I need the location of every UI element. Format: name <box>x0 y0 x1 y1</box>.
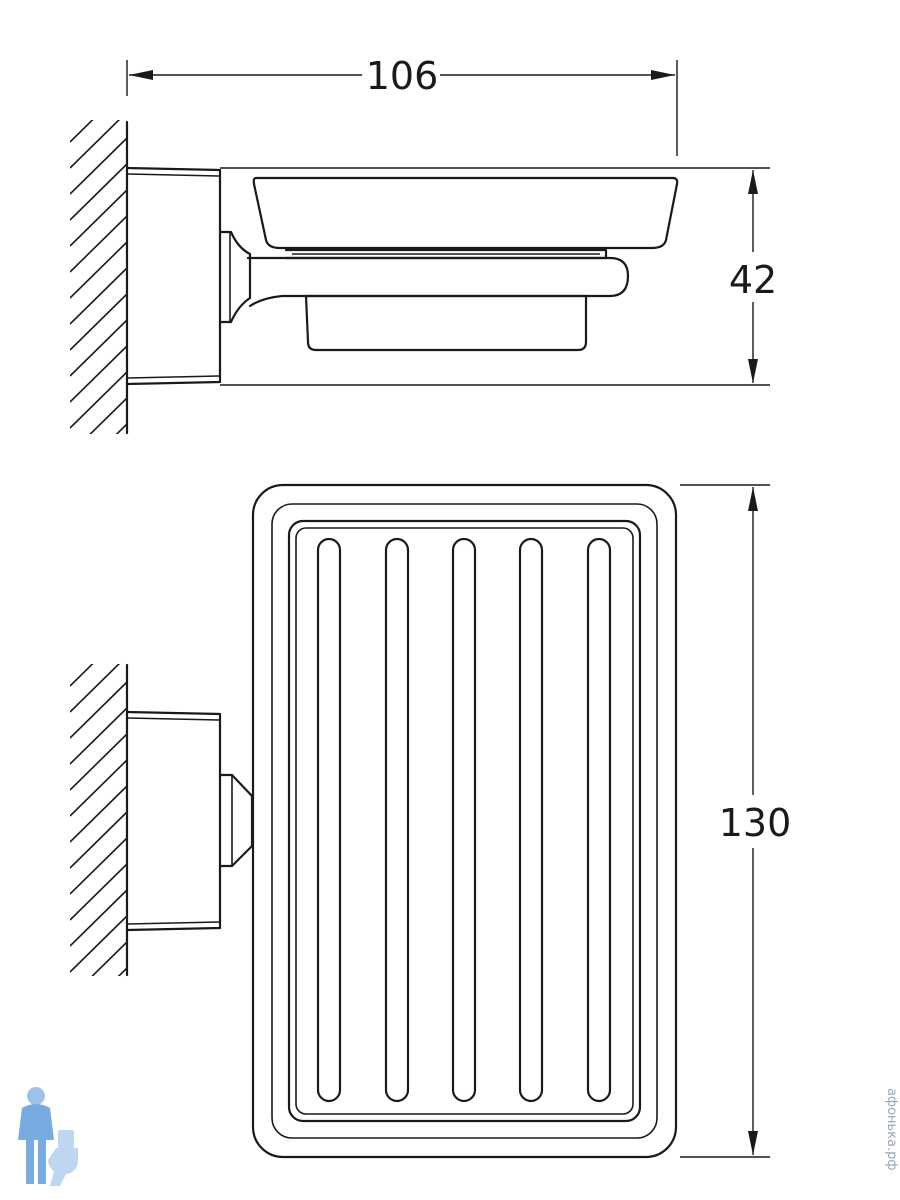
hatch-line <box>70 604 127 660</box>
hatch-line <box>70 120 120 169</box>
hatch-line <box>70 915 128 973</box>
wall-mount-inner-line-bot <box>127 375 220 379</box>
hatch-line <box>70 707 128 765</box>
hatch-line <box>70 664 94 687</box>
wall-mount-inner-top-b <box>127 717 220 721</box>
drainage-slot <box>451 537 477 1103</box>
arm-connector-bottom <box>218 773 254 868</box>
hatch-line <box>70 733 128 791</box>
hatch-line <box>70 60 127 116</box>
wall-mount-inner-line-top <box>127 173 220 177</box>
hatch-line <box>70 120 94 143</box>
hatch-line <box>70 759 128 817</box>
plumber-logo-icon <box>18 1087 78 1186</box>
dish-base-plate <box>284 248 608 260</box>
hatch-line <box>70 371 128 429</box>
drainage-slots <box>316 537 612 1103</box>
drainage-slot <box>586 537 612 1103</box>
hatch-line <box>70 345 128 403</box>
hatch-line <box>115 423 128 434</box>
drip-tray-side <box>304 294 588 352</box>
drainage-slot <box>316 537 342 1103</box>
wall-mount-inner-bot-b <box>127 921 220 925</box>
dimension-height: 42 <box>729 170 777 383</box>
dish-outer-frame <box>251 483 678 1159</box>
side-view: 106 42 <box>70 54 777 506</box>
watermark-text: афонька.рф <box>884 1088 899 1171</box>
hatch-line <box>70 137 128 195</box>
dimension-length-label: 130 <box>719 801 792 845</box>
hatch-line <box>70 785 128 843</box>
hatch-line <box>70 267 128 325</box>
holder-arm <box>246 256 630 308</box>
plan-view: 130 <box>70 483 792 1159</box>
drainage-slot <box>518 537 544 1103</box>
wall-hatching-top <box>70 60 128 506</box>
hatch-line <box>70 681 128 739</box>
wall-mount-plate-top <box>125 166 222 386</box>
hatch-line <box>70 163 128 221</box>
wall-mount-plate-bottom <box>125 710 222 932</box>
hatch-line <box>70 994 127 1050</box>
hatch-line <box>70 450 127 506</box>
hatch-line <box>70 189 128 247</box>
hatch-line <box>117 967 128 976</box>
hatch-line <box>89 397 128 434</box>
dimension-length: 130 <box>719 487 792 1155</box>
hatch-line <box>70 889 128 947</box>
dish-frame-3 <box>287 519 642 1123</box>
hatch-line <box>70 293 128 351</box>
hatch-line <box>70 664 120 713</box>
drainage-slot <box>384 537 410 1103</box>
hatch-line <box>70 215 128 273</box>
soap-dish-side <box>252 176 679 250</box>
hatch-line <box>70 837 128 895</box>
dimension-height-label: 42 <box>729 258 777 302</box>
hatch-line <box>70 241 128 299</box>
dish-frame-2 <box>271 503 658 1139</box>
hatch-line <box>70 863 128 921</box>
dimension-width-label: 106 <box>366 54 439 98</box>
arm-flange <box>218 230 252 324</box>
hatch-line <box>91 941 128 976</box>
wall-hatching-bottom <box>70 604 128 1050</box>
hatch-line <box>70 811 128 869</box>
dish-frame-4 <box>295 527 634 1115</box>
hatch-line <box>70 319 128 377</box>
dimension-width: 106 <box>129 54 675 98</box>
